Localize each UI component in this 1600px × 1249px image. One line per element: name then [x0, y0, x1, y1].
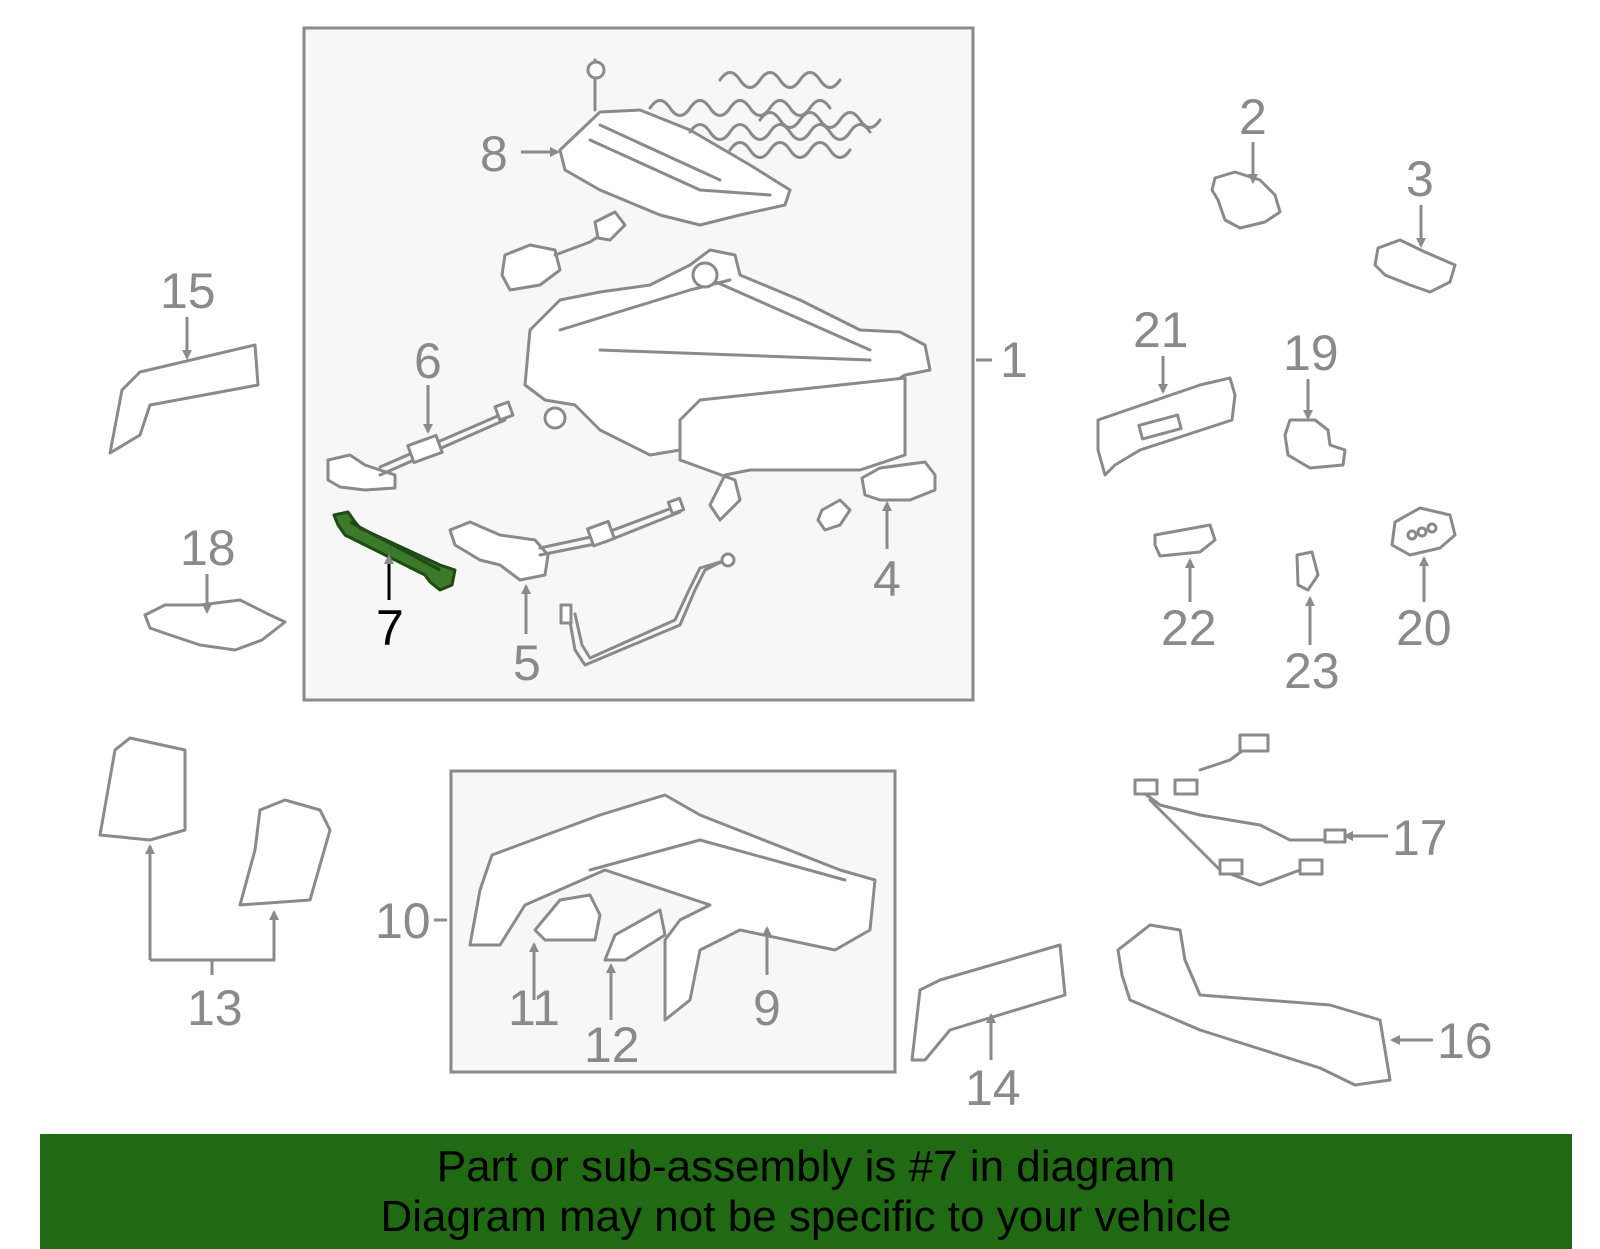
callout-17: 17: [1392, 810, 1448, 866]
part-22-knob[interactable]: [1153, 523, 1217, 558]
callout-14: 14: [965, 1060, 1021, 1116]
callout-11: 11: [508, 980, 560, 1036]
callout-16: 16: [1437, 1013, 1493, 1069]
part-21-control-module[interactable]: [1096, 376, 1237, 477]
part-12-bracket[interactable]: [603, 908, 667, 962]
callout-8: 8: [480, 126, 508, 182]
part-11-bracket[interactable]: [533, 893, 602, 942]
part-3-bracket[interactable]: [1373, 238, 1457, 294]
part-23-knob[interactable]: [1295, 550, 1320, 592]
part-18-cover[interactable]: [143, 598, 287, 652]
part-5-motor-assembly[interactable]: [448, 496, 736, 667]
part-17-wire-harness[interactable]: [1133, 733, 1347, 887]
part-8-cushion-pan[interactable]: [558, 58, 882, 227]
callout-19: 19: [1283, 325, 1339, 381]
callout-12: 12: [584, 1017, 640, 1073]
callout-15: 15: [160, 263, 216, 319]
callout-20: 20: [1396, 600, 1452, 656]
callout-21: 21: [1133, 302, 1189, 358]
part-9-riser[interactable]: [468, 793, 877, 1022]
part-20-switch-bezel[interactable]: [1390, 506, 1457, 557]
callout-10: 10: [375, 893, 431, 949]
callout-4: 4: [873, 551, 901, 607]
callout-7: 7: [376, 600, 404, 656]
callout-22: 22: [1161, 600, 1217, 656]
callout-1: 1: [1000, 332, 1028, 388]
leader-lines: [145, 142, 1433, 1060]
part-7-highlighted[interactable]: [332, 510, 457, 592]
part-16-rail[interactable]: [1116, 923, 1392, 1087]
callout-6: 6: [414, 333, 442, 389]
callout-18: 18: [180, 520, 236, 576]
callout-3: 3: [1406, 151, 1434, 207]
part-14-trim[interactable]: [910, 943, 1067, 1062]
part-6-adjuster-cable[interactable]: [326, 400, 515, 492]
part-15-side-cover[interactable]: [108, 343, 260, 455]
seat-bracket: [500, 210, 627, 292]
callout-5: 5: [513, 635, 541, 691]
callout-23: 23: [1284, 643, 1340, 699]
callout-13: 13: [187, 980, 243, 1036]
part-2-clip[interactable]: [1210, 170, 1282, 230]
banner-line-1: Part or sub-assembly is #7 in diagram: [436, 1142, 1176, 1191]
part-19-switch[interactable]: [1283, 418, 1347, 470]
part-4-motor[interactable]: [816, 460, 937, 532]
part-13-covers[interactable]: [98, 736, 332, 907]
callout-9: 9: [753, 980, 781, 1036]
callout-2: 2: [1239, 89, 1267, 145]
info-banner: Part or sub-assembly is #7 in diagram Di…: [40, 1134, 1572, 1249]
banner-line-2: Diagram may not be specific to your vehi…: [380, 1192, 1232, 1241]
callout-labels: 1 2 3 4 5 6 7 8 9 10 11 12 13 14 15 16 1…: [160, 89, 1493, 1116]
part-1-seat-frame[interactable]: [523, 248, 932, 522]
